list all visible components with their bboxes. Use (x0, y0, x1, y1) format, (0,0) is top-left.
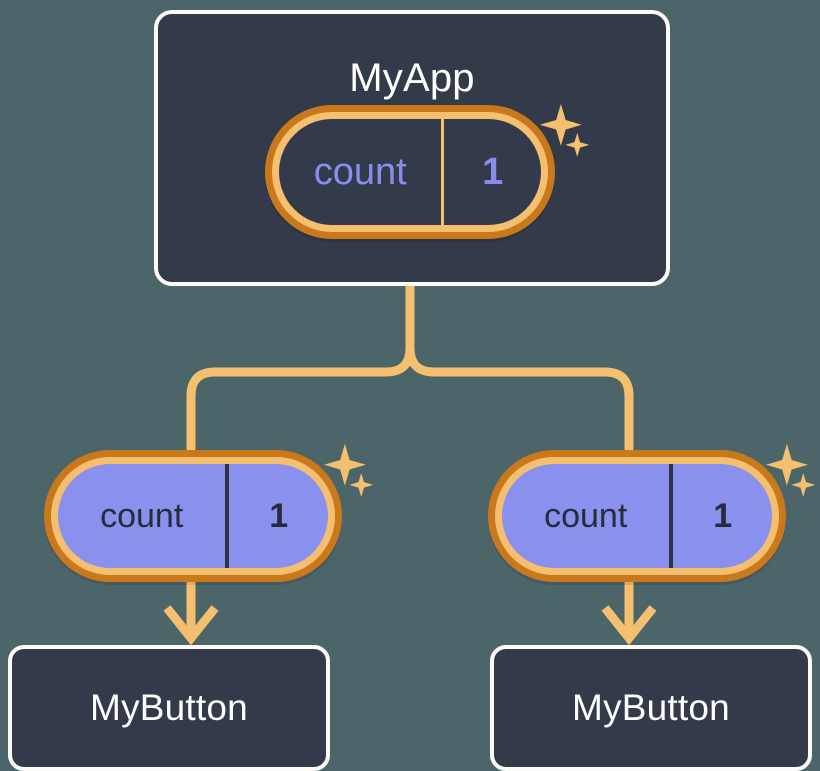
state-pill-inner: count 1 (279, 119, 541, 225)
state-pill-body: count 1 (265, 105, 555, 239)
page-title: MyApp (349, 56, 475, 100)
state-pill-body: count 1 (44, 450, 342, 582)
component-card-label: MyButton (572, 687, 730, 728)
state-pill-inner: count 1 (502, 464, 772, 568)
component-card-mybutton-left[interactable]: MyButton (8, 645, 330, 771)
arrow-down-icon-right (601, 605, 657, 646)
state-pill-inner: count 1 (58, 464, 328, 568)
state-value: 1 (441, 119, 541, 225)
state-value: 1 (225, 464, 328, 568)
state-pill-mybutton-right[interactable]: count 1 (488, 450, 786, 582)
state-pill-body: count 1 (488, 450, 786, 582)
connector-tree-path (186, 281, 415, 457)
component-card-mybutton-right[interactable]: MyButton (490, 645, 812, 771)
state-value: 1 (669, 464, 772, 568)
state-key: count (544, 496, 628, 535)
state-pill-myapp[interactable]: count 1 (265, 105, 555, 239)
state-key: count (100, 496, 184, 535)
state-pill-mybutton-left[interactable]: count 1 (44, 450, 342, 582)
arrow-down-icon-left (163, 605, 219, 646)
component-card-label: MyButton (90, 687, 248, 728)
state-key: count (313, 150, 407, 193)
connector-tree-path-right (405, 343, 634, 457)
